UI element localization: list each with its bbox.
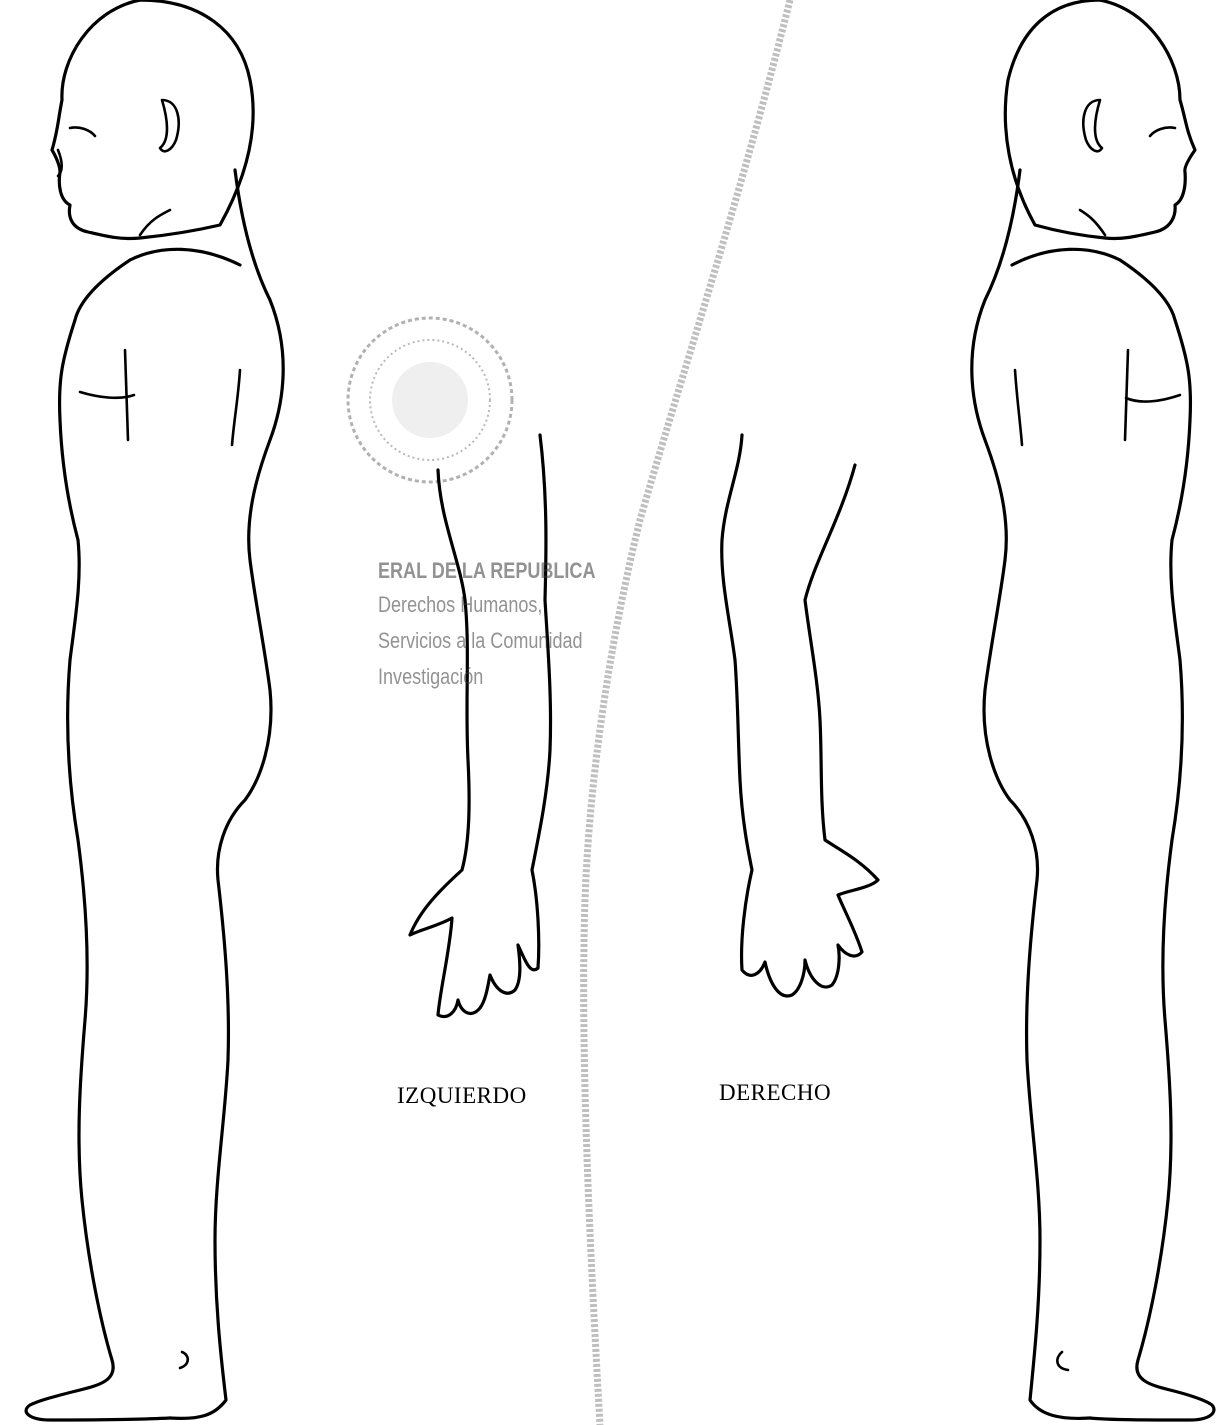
right-figure-arm-line-back (1015, 370, 1022, 445)
left-figure-eye (70, 127, 95, 136)
stamp-text-line-1: ERAL DE LA REPUBLICA (378, 560, 596, 582)
scan-crease-line (584, 0, 790, 1425)
left-figure-head (52, 0, 253, 239)
right-arm-outline (722, 435, 878, 996)
left-figure-front (26, 260, 170, 1420)
left-arm-outline-inner (410, 435, 551, 1017)
left-figure-arm-line-back (232, 370, 240, 445)
left-arm-figure (410, 435, 551, 1017)
left-figure-back (170, 170, 283, 1418)
left-arm-label: IZQUIERDO (397, 1083, 527, 1109)
right-figure-shoulder (1012, 249, 1120, 265)
left-figure-arm-line-front (125, 350, 128, 440)
right-figure-ankle (1057, 1352, 1068, 1370)
right-figure-back (972, 170, 1090, 1418)
right-figure-arm-line-front (1125, 350, 1128, 440)
right-arm-label: DERECHO (719, 1080, 831, 1106)
left-figure-neck (140, 210, 170, 235)
right-figure-chest (1126, 395, 1180, 402)
seal-stamp (348, 318, 512, 482)
right-figure-front (1090, 260, 1214, 1420)
right-side-body-figure (972, 0, 1214, 1420)
right-figure-eye (1150, 127, 1175, 136)
right-arm-figure (722, 435, 878, 996)
left-figure-ear (160, 100, 179, 151)
left-figure-shoulder (130, 249, 240, 265)
stamp-text-line-3: Servicios a la Comunidad (378, 630, 583, 652)
stamp-text-line-4: Investigación (378, 666, 483, 688)
right-figure-head (1005, 0, 1195, 239)
left-side-body-figure (26, 0, 283, 1420)
stamp-text-line-2: Derechos Humanos, (378, 594, 542, 616)
right-figure-ear (1083, 100, 1102, 151)
right-figure-neck (1080, 210, 1105, 235)
left-figure-ankle (180, 1352, 188, 1368)
